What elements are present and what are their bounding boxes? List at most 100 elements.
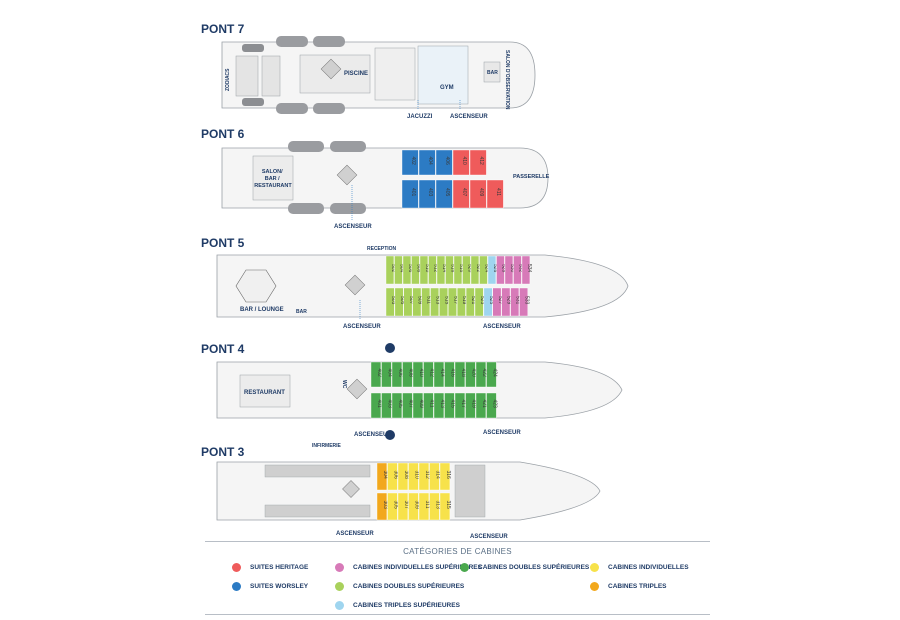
cabin-number: 527 bbox=[497, 296, 503, 305]
legend-swatch bbox=[232, 582, 241, 591]
cabin-number: 403 bbox=[386, 400, 392, 409]
cabin-number: 402 bbox=[376, 369, 382, 378]
wheelchair-icon bbox=[385, 343, 395, 353]
cabin-number: 506 bbox=[407, 264, 413, 273]
cabin-305 bbox=[387, 492, 398, 521]
cabin-407 bbox=[452, 179, 470, 209]
ascenseur-label-5b: ASCENSEUR bbox=[483, 324, 521, 330]
cabin-304 bbox=[376, 462, 388, 491]
cabin-531 bbox=[510, 287, 520, 317]
cabin-number: 413 bbox=[439, 400, 445, 409]
cabin-number: 503 bbox=[390, 296, 396, 305]
cabin-306 bbox=[387, 462, 398, 491]
cabin-522 bbox=[470, 255, 480, 285]
cabin-number: 515 bbox=[443, 296, 449, 305]
cabin-number: 505 bbox=[399, 296, 405, 305]
cabin-number: 519 bbox=[461, 296, 467, 305]
cabin-412 bbox=[423, 361, 434, 388]
cabin-number: 306 bbox=[392, 471, 398, 480]
legend-swatch bbox=[460, 563, 469, 572]
cabin-402 bbox=[401, 149, 419, 176]
cabin-504 bbox=[394, 255, 403, 285]
cabin-313 bbox=[429, 492, 440, 521]
cabin-417 bbox=[454, 392, 466, 419]
zodiacs-label: ZODIACS bbox=[225, 68, 231, 91]
cabin-530 bbox=[504, 255, 514, 285]
legend-item: CABINES TRIPLES bbox=[590, 582, 667, 591]
cabin-525 bbox=[483, 287, 493, 317]
cabin-405 bbox=[391, 392, 403, 419]
cabin-number: 508 bbox=[415, 264, 421, 273]
ascenseur-label-6: ASCENSEUR bbox=[334, 224, 372, 230]
deck-title-4: PONT 4 bbox=[201, 342, 245, 356]
cabin-515 bbox=[439, 287, 448, 317]
salon-bar-restaurant-label: SALON/ BAR / RESTAURANT bbox=[254, 169, 292, 189]
legend-swatch bbox=[590, 582, 599, 591]
cabin-409 bbox=[412, 392, 424, 419]
cabin-number: 532 bbox=[517, 264, 523, 273]
cabin-405 bbox=[435, 179, 453, 209]
cabin-number: 410 bbox=[461, 157, 467, 166]
deck-title-5: PONT 5 bbox=[201, 236, 245, 250]
cabin-308 bbox=[397, 462, 409, 491]
cabin-number: 412 bbox=[478, 157, 484, 166]
cabin-415 bbox=[444, 392, 455, 419]
cabin-511 bbox=[421, 287, 431, 317]
cabin-number: 511 bbox=[426, 296, 432, 304]
bar-label-7: BAR bbox=[487, 70, 498, 76]
bar-label-5: BAR bbox=[296, 309, 307, 315]
cabin-404 bbox=[381, 361, 392, 388]
cabin-516 bbox=[445, 255, 454, 285]
cabin-number: 534 bbox=[526, 264, 532, 273]
legend-item: SUITES HERITAGE bbox=[232, 563, 308, 572]
legend-swatch bbox=[335, 601, 344, 610]
cabin-519 bbox=[457, 287, 466, 317]
cabin-416 bbox=[444, 361, 455, 388]
ascenseur-label-7: ASCENSEUR bbox=[450, 114, 488, 120]
cabin-316 bbox=[439, 462, 451, 491]
ascenseur-label-3b: ASCENSEUR bbox=[470, 534, 508, 540]
cabin-number: 510 bbox=[424, 264, 430, 273]
cabin-number: 307 bbox=[403, 501, 409, 510]
cabin-312 bbox=[418, 462, 430, 491]
cabin-527 bbox=[492, 287, 502, 317]
cabin-number: 420 bbox=[470, 369, 476, 378]
gym-label: GYM bbox=[440, 85, 454, 91]
cabin-number: 507 bbox=[408, 296, 414, 305]
reception-label: RECEPTION bbox=[367, 246, 397, 252]
cabin-number: 303 bbox=[382, 501, 388, 510]
cabin-307 bbox=[397, 492, 409, 521]
cabin-number: 402 bbox=[410, 157, 416, 166]
cabin-number: 309 bbox=[413, 501, 419, 510]
cabin-number: 314 bbox=[434, 471, 440, 480]
cabin-number: 529 bbox=[506, 296, 512, 305]
cabin-503 bbox=[385, 287, 395, 317]
cabin-521 bbox=[465, 287, 475, 317]
cabin-number: 403 bbox=[427, 188, 433, 197]
cabin-number: 406 bbox=[444, 157, 450, 166]
cabin-number: 417 bbox=[460, 400, 466, 409]
cabin-404 bbox=[418, 149, 436, 176]
cabin-number: 517 bbox=[452, 296, 458, 305]
cabin-number: 518 bbox=[458, 264, 464, 273]
cabin-422 bbox=[475, 361, 487, 388]
cabin-512 bbox=[428, 255, 437, 285]
cabin-410 bbox=[412, 361, 424, 388]
cabin-408 bbox=[402, 361, 413, 388]
legend-title: CATÉGORIES DE CABINES bbox=[403, 547, 512, 556]
salon-observation-label: SALON D'OBSERVATION bbox=[504, 50, 510, 110]
cabin-number: 315 bbox=[445, 501, 451, 510]
wheelchair-icon bbox=[385, 430, 395, 440]
deck-7-plan: ZODIACS PISCINE GYM BAR SALON D'OBSERVAT… bbox=[221, 36, 536, 120]
cabin-number: 421 bbox=[481, 400, 487, 409]
cabin-number: 308 bbox=[403, 471, 409, 480]
cabin-number: 521 bbox=[470, 296, 476, 305]
cabin-number: 514 bbox=[441, 264, 447, 273]
cabin-534 bbox=[521, 255, 531, 285]
cabin-310 bbox=[408, 462, 419, 491]
jacuzzi-label: JACUZZI bbox=[407, 114, 433, 120]
cabin-403 bbox=[381, 392, 392, 419]
cabin-legend: CATÉGORIES DE CABINES SUITES HERITAGE SU… bbox=[205, 541, 710, 615]
cabin-number: 305 bbox=[392, 501, 398, 510]
